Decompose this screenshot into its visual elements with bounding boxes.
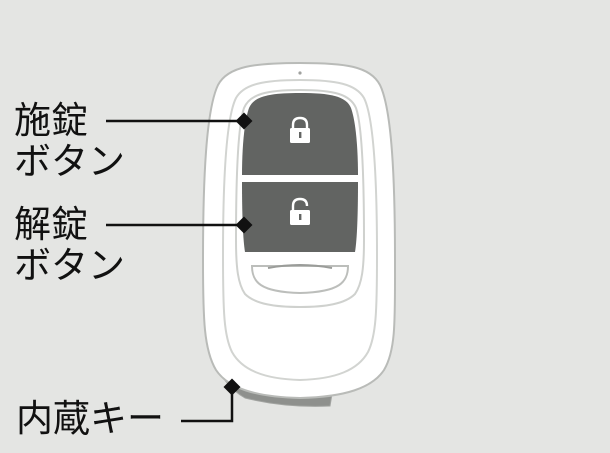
built-in-key-label: 内蔵キー <box>16 397 164 440</box>
lock-closed-icon <box>290 116 310 143</box>
lock-button-label-line2: ボタン <box>14 140 125 183</box>
lower-slot-button[interactable] <box>250 265 350 295</box>
unlock-leader-marker <box>235 216 253 234</box>
lock-open-icon <box>290 197 310 225</box>
indicator-dot <box>298 71 302 75</box>
unlock-button-label-line1: 解錠 <box>14 203 88 246</box>
lock-leader-marker <box>235 112 253 130</box>
lock-button-label-line1: 施錠 <box>14 99 88 142</box>
lower-slot-groove <box>267 264 333 269</box>
key-leader-marker <box>223 378 241 396</box>
unlock-button-label-line2: ボタン <box>14 244 125 287</box>
key-leader-line <box>181 392 234 423</box>
